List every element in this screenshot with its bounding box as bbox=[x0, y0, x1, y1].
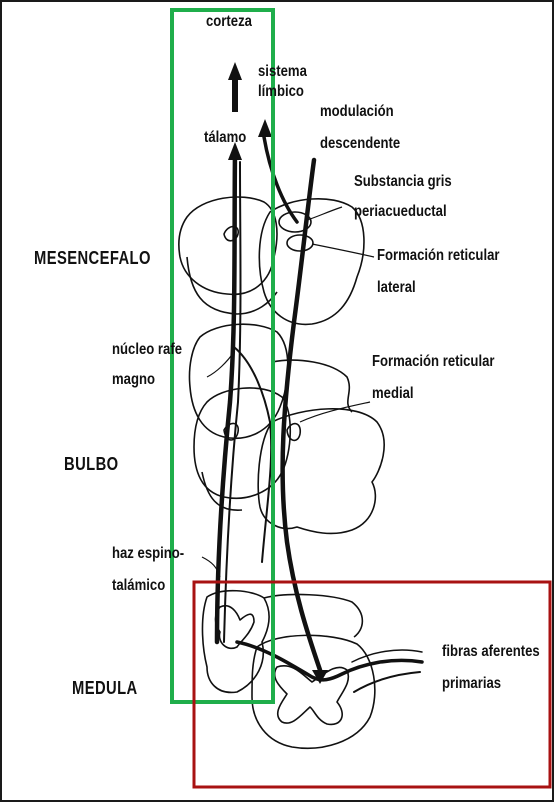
label-talamico: talámico bbox=[112, 576, 165, 596]
label-periacueductal: periacueductal bbox=[354, 202, 447, 222]
label-bulbo: BULBO bbox=[64, 454, 119, 474]
label-magno: magno bbox=[112, 370, 155, 390]
label-corteza: corteza bbox=[206, 12, 252, 32]
label-limbico: límbico bbox=[258, 82, 304, 102]
aqueduct-shape bbox=[287, 235, 313, 251]
bulbo-inner-right bbox=[287, 424, 300, 441]
spinal-gray-upper bbox=[216, 606, 255, 649]
label-formacion-lateral: Formación reticular bbox=[377, 246, 499, 266]
label-mesencefalo: MESENCEFALO bbox=[34, 248, 151, 268]
mesencephalon-section-left bbox=[179, 197, 277, 294]
spinal-section-upper-right bbox=[264, 595, 362, 637]
label-nucleo-rafe: núcleo rafe bbox=[112, 340, 182, 360]
label-lateral: lateral bbox=[377, 278, 416, 298]
label-medula: MEDULA bbox=[72, 678, 138, 698]
label-formacion-medial: Formación reticular bbox=[372, 352, 494, 372]
label-sistema: sistema bbox=[258, 62, 307, 82]
label-substancia-gris: Substancia gris bbox=[354, 172, 452, 192]
label-modulacion: modulación bbox=[320, 102, 394, 122]
leader-substancia bbox=[307, 207, 342, 220]
label-descendente: descendente bbox=[320, 134, 400, 154]
label-primarias: primarias bbox=[442, 674, 501, 694]
limbic-pathway-line bbox=[264, 137, 297, 222]
leader-form-lateral bbox=[312, 244, 374, 257]
bulbo-section-right bbox=[258, 409, 384, 534]
afferent-fiber-1 bbox=[237, 642, 422, 680]
label-medial: medial bbox=[372, 384, 414, 404]
label-fibras-aferentes: fibras aferentes bbox=[442, 642, 540, 662]
bulbo-section-left bbox=[194, 388, 290, 498]
label-talamo: tálamo bbox=[204, 128, 246, 148]
ascending-pathway-box bbox=[172, 10, 273, 702]
arrow-corteza-shaft bbox=[232, 78, 238, 112]
afferent-fiber-2 bbox=[354, 672, 420, 692]
label-haz-espino: haz espino- bbox=[112, 544, 184, 564]
arrow-corteza bbox=[228, 62, 242, 80]
arrow-limbic bbox=[258, 119, 272, 137]
